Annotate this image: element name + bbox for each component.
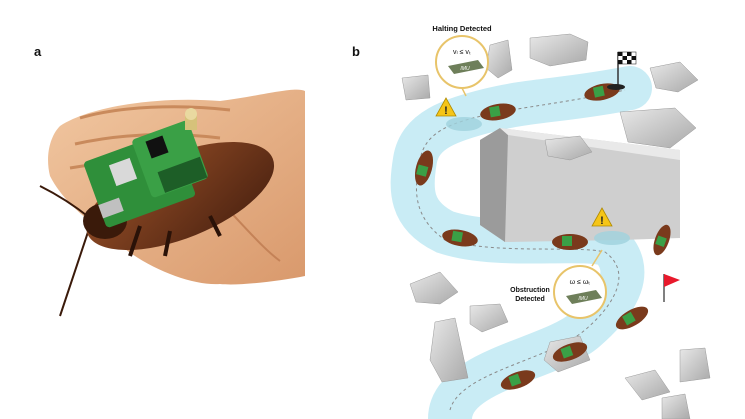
imu-label: IMU	[578, 296, 588, 302]
panel-b-label: b	[352, 44, 360, 59]
pcb-backpack	[84, 108, 208, 228]
obstruction-callout: ω ≤ ωₜ IMU	[553, 249, 607, 319]
warning-icon: !	[591, 207, 613, 227]
panel-a-label: a	[34, 44, 42, 59]
obstacle-block	[480, 128, 680, 242]
halting-title: Halting Detected	[432, 24, 492, 33]
obstruction-title-line1: Obstruction	[510, 287, 550, 294]
rocks	[401, 33, 711, 419]
red-flag-icon	[663, 274, 680, 302]
obstruction-condition: ω ≤ ωₜ	[570, 279, 591, 286]
halting-callout: vₗ ≤ vₜ IMU	[435, 35, 489, 97]
checkered-flag-icon	[607, 51, 637, 90]
warning-icon: !	[435, 97, 457, 117]
halting-condition: vₗ ≤ vₜ	[453, 49, 471, 56]
warning-glyph: !	[600, 215, 604, 227]
imu-label: IMU	[460, 66, 470, 72]
imu-chip-icon: IMU	[566, 290, 602, 304]
obstruction-title-line2: Detected	[515, 296, 545, 303]
imu-chip-icon: IMU	[448, 60, 484, 74]
panel-a-photo	[39, 89, 305, 317]
panel-b-schematic: ! ! vₗ ≤ vₜ IMU Halting Detected ω ≤ ωₜ …	[390, 24, 711, 419]
warning-glyph: !	[444, 105, 448, 117]
